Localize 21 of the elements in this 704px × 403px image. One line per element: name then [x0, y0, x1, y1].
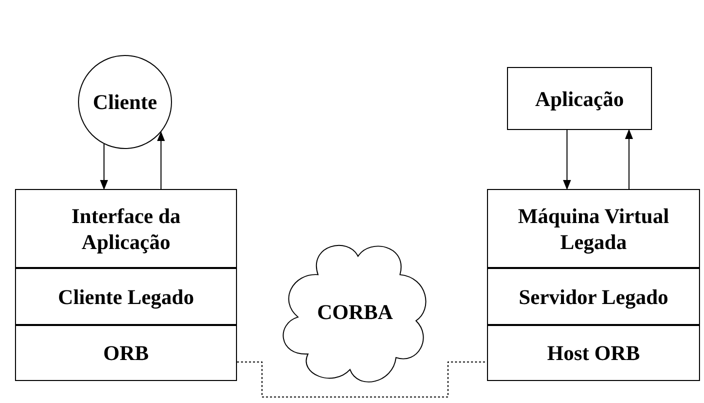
node-label: Interface da Aplicação	[70, 202, 182, 254]
node-label: CORBA	[316, 299, 394, 325]
arrow	[157, 131, 165, 190]
arrow	[625, 129, 633, 190]
arrow	[100, 144, 108, 190]
node-label: Host ORB	[546, 340, 641, 366]
layer-box	[15, 325, 237, 381]
dashed-connector	[236, 362, 488, 398]
node-label: Cliente Legado	[57, 284, 195, 310]
node-label: Aplicação	[534, 86, 625, 112]
node-label: Cliente	[92, 89, 158, 115]
arrow	[563, 130, 571, 190]
layer-box	[487, 268, 700, 325]
layer-box	[15, 268, 237, 325]
application-box	[507, 67, 652, 130]
node-label: ORB	[102, 340, 150, 366]
node-label: Servidor Legado	[518, 284, 670, 310]
layer-box	[487, 325, 700, 381]
layer-box	[15, 189, 237, 268]
layer-box	[487, 189, 700, 268]
node-label: Máquina Virtual Legada	[516, 202, 670, 254]
